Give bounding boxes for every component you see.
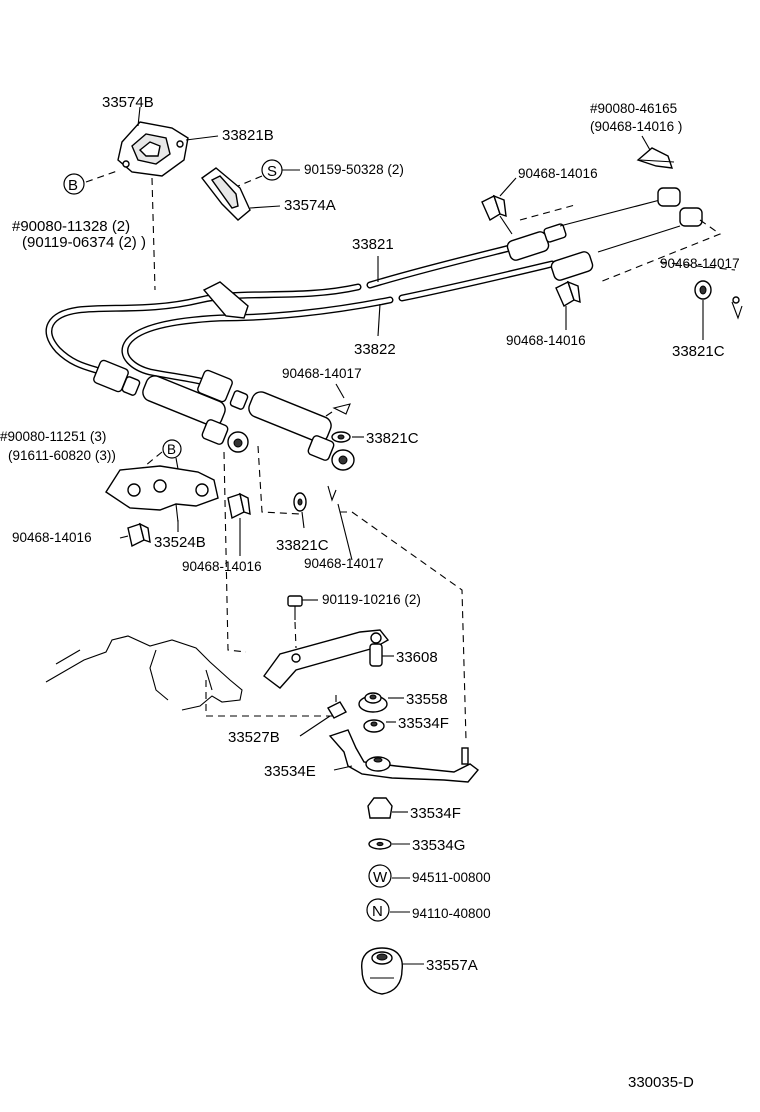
retainer-33574A[interactable] <box>201 167 251 221</box>
label-clip-90468-14016-b: 90468-14016 <box>506 333 586 348</box>
label-washer-94511-00800: 94511-00800 <box>412 870 491 885</box>
label-33524B: 33524B <box>154 534 206 551</box>
clip-90468-14016-lower[interactable] <box>555 280 581 308</box>
label-clip-90468-14016-tr: (90468-14016 ) <box>590 119 682 134</box>
bracket-33524B[interactable] <box>105 465 219 523</box>
symbol-b-top-icon <box>63 173 85 195</box>
pin-90468-14017-mid[interactable] <box>325 403 351 417</box>
cable-end-33822[interactable] <box>197 369 355 471</box>
clip-top-right[interactable] <box>636 147 675 169</box>
label-clip-90468-14017-m: 90468-14017 <box>282 366 362 381</box>
label-33558: 33558 <box>406 691 448 708</box>
pin-90468-14017-center[interactable] <box>327 485 337 502</box>
bushing-33527B[interactable] <box>327 701 347 719</box>
label-33534F-lower: 33534F <box>410 805 461 822</box>
label-33821B: 33821B <box>222 127 274 144</box>
label-clip-90468-14017-r: 90468-14017 <box>660 256 740 271</box>
bushing-33534F-lower[interactable] <box>367 797 393 819</box>
label-bolt-90119-10216: 90119-10216 (2) <box>322 592 421 607</box>
grommet-33558[interactable] <box>358 692 388 713</box>
label-clip-90468-14017-c: 90468-14017 <box>304 556 384 571</box>
clip-90468-14016-center[interactable] <box>227 492 251 520</box>
symbol-n-icon <box>366 898 390 922</box>
label-33821C-center: 33821C <box>276 537 329 554</box>
symbol-n: N <box>372 903 383 920</box>
label-clip-90080-46165: #90080-46165 <box>590 101 677 116</box>
pin-90468-14017-right[interactable] <box>731 296 743 320</box>
knob-33557A[interactable] <box>361 947 403 995</box>
symbol-b-left-icon <box>162 439 182 459</box>
label-nut-94110-40800: 94110-40800 <box>412 906 491 921</box>
cable-33822[interactable] <box>121 207 703 386</box>
label-33608: 33608 <box>396 649 438 666</box>
label-bolt-90119-06374: (90119-06374 (2) ) <box>22 234 146 251</box>
label-33574B: 33574B <box>102 94 154 111</box>
label-screw-90159-50328: 90159-50328 (2) <box>304 162 404 177</box>
symbol-s: S <box>267 163 277 180</box>
bushing-33821C-right[interactable] <box>694 280 712 300</box>
label-clip-90468-14016-l: 90468-14016 <box>12 530 92 545</box>
label-33822: 33822 <box>354 341 396 358</box>
label-33534F-upper: 33534F <box>398 715 449 732</box>
label-33527B: 33527B <box>228 729 280 746</box>
clip-90468-14016-left[interactable] <box>127 522 151 548</box>
lever-33608[interactable] <box>263 629 390 689</box>
label-bolt-91611-60820: (91611-60820 (3)) <box>8 448 116 463</box>
label-clip-90468-14016-a: 90468-14016 <box>518 166 598 181</box>
label-33557A: 33557A <box>426 957 478 974</box>
symbol-b-top: B <box>68 177 78 194</box>
label-33574A: 33574A <box>284 197 336 214</box>
symbol-b-left: B <box>167 442 176 457</box>
transmission-outline <box>45 635 243 711</box>
label-clip-90468-14016-c: 90468-14016 <box>182 559 262 574</box>
cable-end-33821[interactable] <box>93 359 249 453</box>
figure-code: 330035-D <box>628 1074 694 1091</box>
bushing-33534F-upper[interactable] <box>363 719 385 733</box>
cable-33821[interactable] <box>45 187 681 374</box>
label-33534G: 33534G <box>412 837 465 854</box>
bolt-90119-10216[interactable] <box>287 595 303 620</box>
label-33534E: 33534E <box>264 763 316 780</box>
washer-33534G[interactable] <box>368 838 392 850</box>
label-33821C-mid: 33821C <box>366 430 419 447</box>
symbol-w: W <box>373 869 388 886</box>
bracket-33574B[interactable] <box>117 121 189 177</box>
lever-33534E[interactable] <box>328 729 480 783</box>
label-33821: 33821 <box>352 236 394 253</box>
label-bolt-90080-11251: #90080-11251 (3) <box>0 429 106 444</box>
bushing-33821C-center[interactable] <box>293 492 307 512</box>
label-bolt-90080-11328: #90080-11328 (2) <box>12 218 130 235</box>
label-33821C-right: 33821C <box>672 343 725 360</box>
bushing-33821C-mid[interactable] <box>331 431 351 443</box>
symbol-w-icon <box>368 864 392 888</box>
clip-90468-14016-upper[interactable] <box>481 194 507 222</box>
